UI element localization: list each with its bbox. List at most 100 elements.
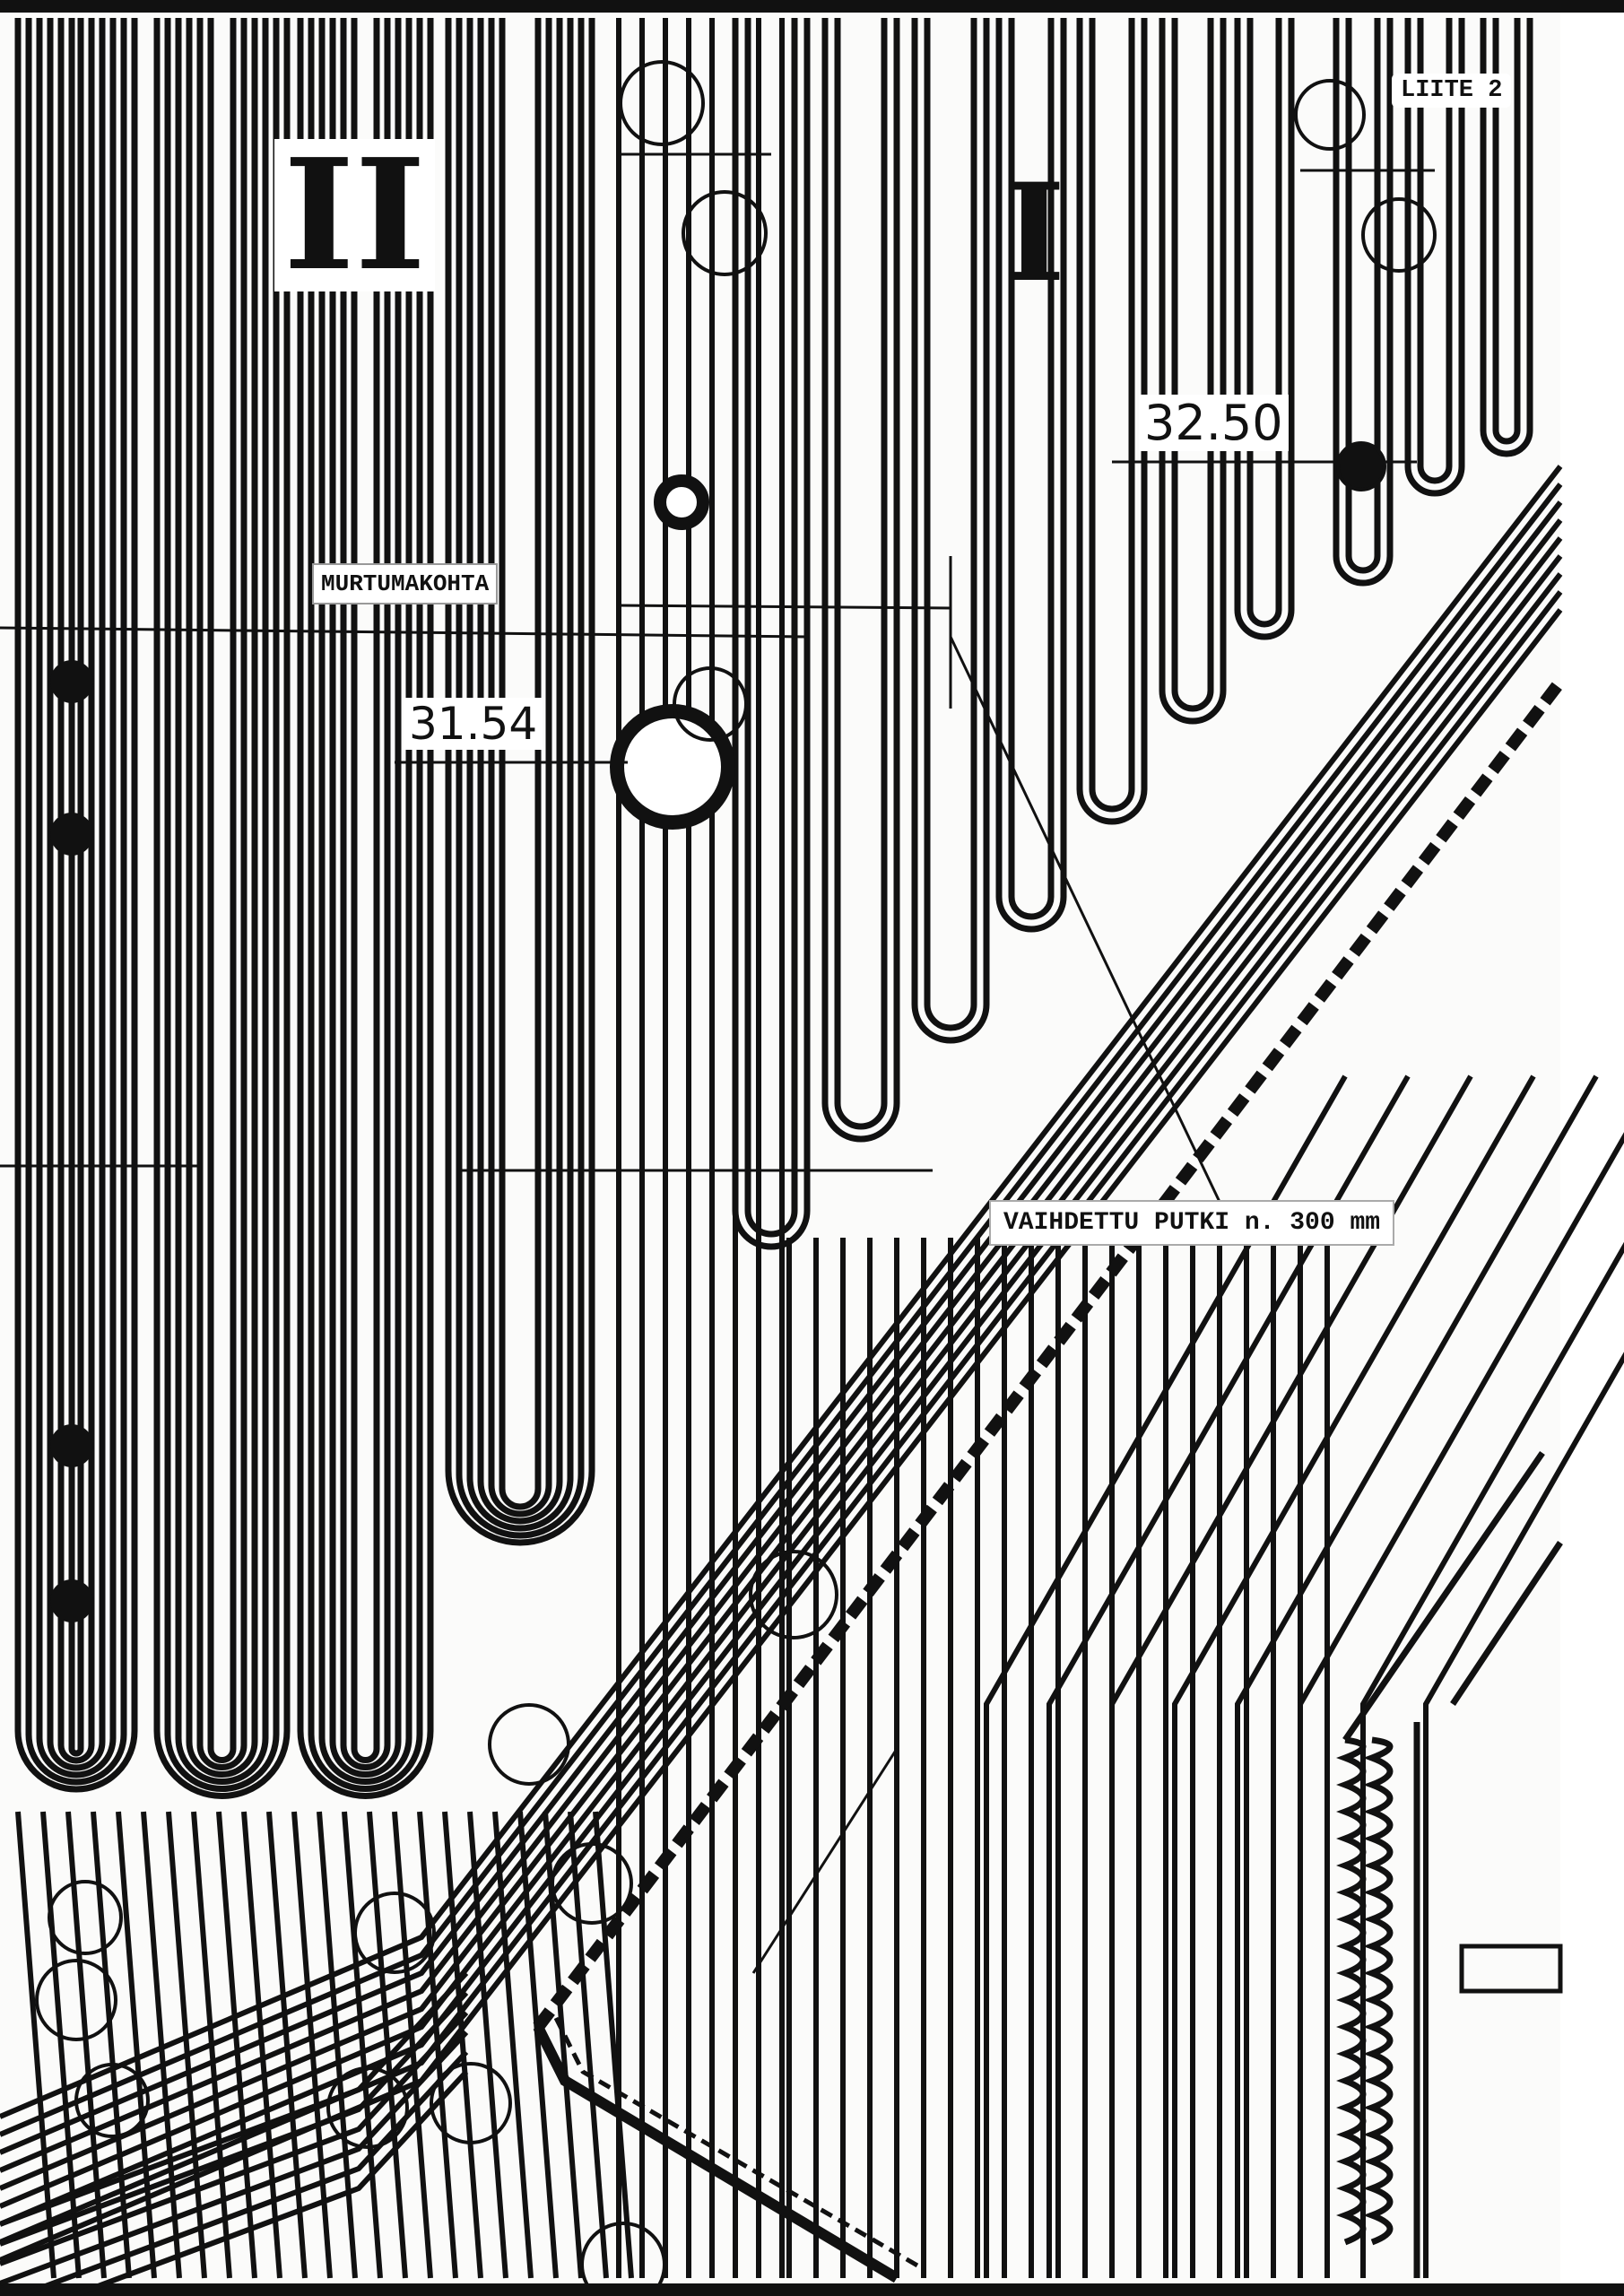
dimension-value-right: 32.50 [1139, 395, 1289, 451]
tube-u-loop [456, 18, 585, 1539]
vertical-tube [392, 1811, 433, 2279]
bend-tube-inner [553, 2016, 925, 2272]
tube-u-loop [14, 18, 138, 1793]
reference-circle [1361, 197, 1437, 273]
wall-line [1450, 1541, 1563, 1706]
top-border [0, 0, 1624, 13]
marker-dot [50, 813, 93, 856]
dimension-value-left: 31.54 [404, 698, 543, 750]
vertical-tube [367, 1811, 408, 2279]
vertical-tube [15, 1811, 56, 2279]
leader-line [949, 636, 1221, 1203]
header-pipe-right [1336, 441, 1386, 491]
left-tube-bank [14, 18, 595, 1799]
fan-tube [1109, 1074, 1473, 2278]
tube-u-loop [196, 18, 248, 1770]
tube-u-loop [175, 18, 269, 1785]
hairpin-tube-inner [834, 18, 888, 1130]
tube-u-loop [25, 18, 127, 1786]
wall-line [1342, 1451, 1545, 1742]
reference-circle [35, 1959, 117, 2041]
leader-line [0, 626, 808, 639]
tube-u-loop [68, 18, 84, 1757]
diagonal-tube-lower [11, 2049, 469, 2296]
reference-circle [551, 1842, 633, 1925]
reference-circle [326, 2066, 409, 2149]
reference-circle [619, 60, 705, 146]
diagonal-tube-bundle [0, 465, 1624, 2296]
reference-circle [74, 2063, 150, 2138]
hairpin-tube [1404, 18, 1465, 497]
hairpin-tube [911, 18, 990, 1044]
tube-u-loop [36, 18, 117, 1779]
fan-tube [1235, 1074, 1599, 2278]
hairpin-tube-inner [1008, 18, 1055, 920]
bend-tube [533, 2024, 900, 2283]
right-margin [1560, 13, 1624, 2283]
tube-u-loop [351, 18, 380, 1763]
diagonal-tube-lower [0, 1970, 469, 2227]
hairpin-tube-inner [1492, 18, 1521, 445]
reference-circle [48, 1880, 123, 1955]
marker-dots [50, 660, 93, 1622]
middle-tube-bank [15, 18, 1330, 2279]
header-pipe-small [654, 474, 709, 530]
hairpin-tube-inner [1246, 18, 1282, 628]
tube-u-loop [308, 18, 423, 1792]
appendix-label: LIITE 2 [1392, 74, 1512, 108]
vertical-tube [342, 1811, 383, 2279]
leader-lines [0, 152, 1435, 1974]
fan-tube [1298, 1132, 1624, 2278]
reference-circle [353, 1892, 436, 1974]
fan-tube [1360, 1241, 1624, 2278]
tube-u-loop [340, 18, 391, 1770]
tube-u-loop [318, 18, 413, 1785]
hairpin-tube [821, 18, 900, 1143]
replaced-pipe-label: VAIHDETTU PUTKI n. 300 mm [989, 1200, 1395, 1246]
corrugated-line [1336, 1736, 1367, 2246]
hairpin-tube-inner [1417, 18, 1453, 484]
section-mark-ii: II [274, 139, 436, 291]
vertical-tube [442, 1811, 483, 2279]
vertical-tube [593, 1811, 634, 2279]
tube-u-loop [329, 18, 402, 1778]
marker-dot [50, 1579, 93, 1622]
tube-u-loop [207, 18, 237, 1763]
tube-u-loop [47, 18, 106, 1771]
fan-tube [1423, 1352, 1624, 2278]
vertical-tube [266, 1811, 308, 2279]
ladder-box [1459, 1944, 1563, 1994]
diagonal-tube [0, 518, 1563, 2173]
dimension-line [751, 1748, 899, 1974]
reference-circle [488, 1703, 570, 1786]
fan-tube [984, 1074, 1348, 2278]
hairpin-tube-inner [1089, 18, 1135, 813]
vertical-tube [568, 1811, 609, 2279]
tube-u-loop [488, 18, 552, 1518]
diagonal-tube-lower [0, 2030, 469, 2286]
fracture-point-label: MURTUMAKOHTA [312, 563, 499, 604]
hairpin-tube [1234, 18, 1295, 640]
hairpin-tube-inner [924, 18, 977, 1031]
tube-u-loop [477, 18, 563, 1525]
diagonal-tube-lower [0, 2010, 469, 2266]
fan-tube [1172, 1074, 1536, 2278]
tube-u-loop [499, 18, 542, 1510]
tube-u-loop [57, 18, 95, 1764]
hairpin-tube-inner [1345, 18, 1381, 574]
marker-dot [50, 660, 93, 703]
hairpin-tube [1076, 18, 1148, 825]
vertical-tube [116, 1811, 157, 2279]
dashed-diagonal [533, 677, 1566, 2031]
diagonal-tube [0, 500, 1563, 2155]
header-pipe-large [610, 704, 735, 830]
reference-circle [1294, 79, 1366, 151]
diagonal-tube [0, 536, 1563, 2191]
hairpin-tube [732, 18, 811, 1250]
vertical-tube [166, 1811, 207, 2279]
hairpin-tubes [732, 18, 1533, 1250]
tube-u-loop [153, 18, 291, 1799]
diagonal-tube [0, 554, 1563, 2209]
diagonal-tube [0, 465, 1563, 2119]
